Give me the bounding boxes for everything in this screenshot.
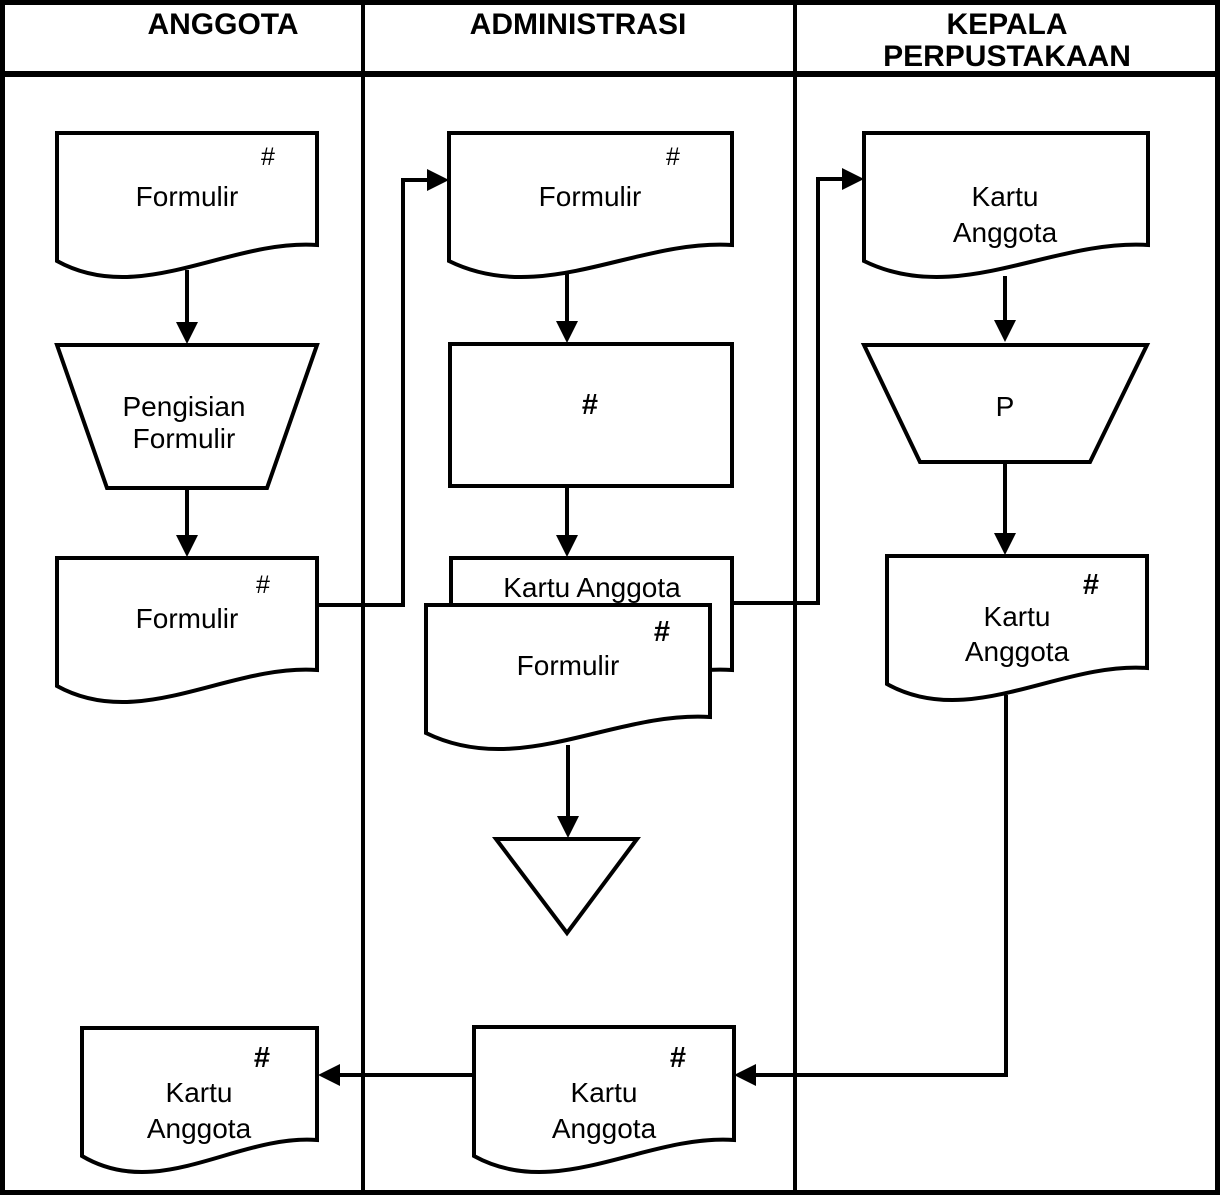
lane-title-administrasi: ADMINISTRASI xyxy=(470,8,687,41)
connector-kepala-to-administrasi xyxy=(756,695,1008,1077)
label-formulir-in: Formulir xyxy=(136,181,239,212)
label-pengisian-line2: Formulir xyxy=(133,423,236,454)
label-kartu-received-line2: Anggota xyxy=(147,1113,252,1144)
process-box xyxy=(448,342,734,488)
lane-title-kepala-line1: KEPALA xyxy=(946,8,1067,41)
label-formulir-administrasi: Formulir xyxy=(539,181,642,212)
arrowhead-down-icon xyxy=(994,533,1016,555)
label-formulir-front: Formulir xyxy=(517,650,620,681)
copy-marker: # xyxy=(654,616,670,648)
copy-marker: # xyxy=(256,571,270,599)
archive-triangle xyxy=(491,837,641,937)
arrowhead-down-icon xyxy=(557,816,579,838)
arrowhead-down-icon xyxy=(556,535,578,557)
arrowhead-left-icon xyxy=(734,1064,756,1086)
document-kartu-anggota-in xyxy=(862,131,1150,279)
label-pengisian-line1: Pengisian xyxy=(123,391,246,422)
label-kartu-in-line1: Kartu xyxy=(972,181,1039,212)
document-formulir-filled xyxy=(55,556,319,704)
label-kartu-out-line2: Anggota xyxy=(552,1113,657,1144)
arrowhead-down-icon xyxy=(556,321,578,343)
lane-title-kepala-line2: PERPUSTAKAAN xyxy=(883,40,1131,73)
document-formulir-front xyxy=(424,603,712,751)
document-formulir-administrasi xyxy=(447,131,734,279)
document-formulir-in xyxy=(55,131,319,279)
label-formulir-filled: Formulir xyxy=(136,603,239,634)
arrowhead-right-icon xyxy=(842,168,864,190)
document-kartu-anggota-signed xyxy=(885,554,1149,702)
connector-administrasi-to-kepala xyxy=(732,177,844,605)
copy-marker: # xyxy=(666,143,680,171)
arrowhead-left-icon xyxy=(318,1064,340,1086)
label-kartu-signed-line2: Anggota xyxy=(965,636,1070,667)
arrowhead-down-icon xyxy=(994,320,1016,342)
document-kartu-anggota-out xyxy=(472,1025,736,1174)
copy-marker: # xyxy=(670,1042,686,1074)
arrowhead-down-icon xyxy=(176,322,198,344)
label-kartu-received-line1: Kartu xyxy=(166,1077,233,1108)
document-kartu-anggota-received xyxy=(80,1026,319,1174)
connector-anggota-to-administrasi xyxy=(317,178,429,607)
label-kartu-signed-line1: Kartu xyxy=(984,601,1051,632)
lane-title-anggota: ANGGOTA xyxy=(147,8,298,41)
copy-marker: # xyxy=(261,143,275,171)
label-process: # xyxy=(582,389,598,421)
connectors xyxy=(176,168,1016,1086)
label-p: P xyxy=(996,391,1015,422)
manual-operation-pengisian-formulir xyxy=(54,343,320,490)
label-kartu-anggota-back: Kartu Anggota xyxy=(503,572,681,603)
label-kartu-in-line2: Anggota xyxy=(953,217,1058,248)
arrowhead-down-icon xyxy=(176,535,198,557)
copy-marker: # xyxy=(254,1042,270,1074)
arrowhead-right-icon xyxy=(427,169,449,191)
copy-marker: # xyxy=(1083,569,1099,601)
label-kartu-out-line1: Kartu xyxy=(571,1077,638,1108)
manual-operation-p xyxy=(860,343,1151,464)
